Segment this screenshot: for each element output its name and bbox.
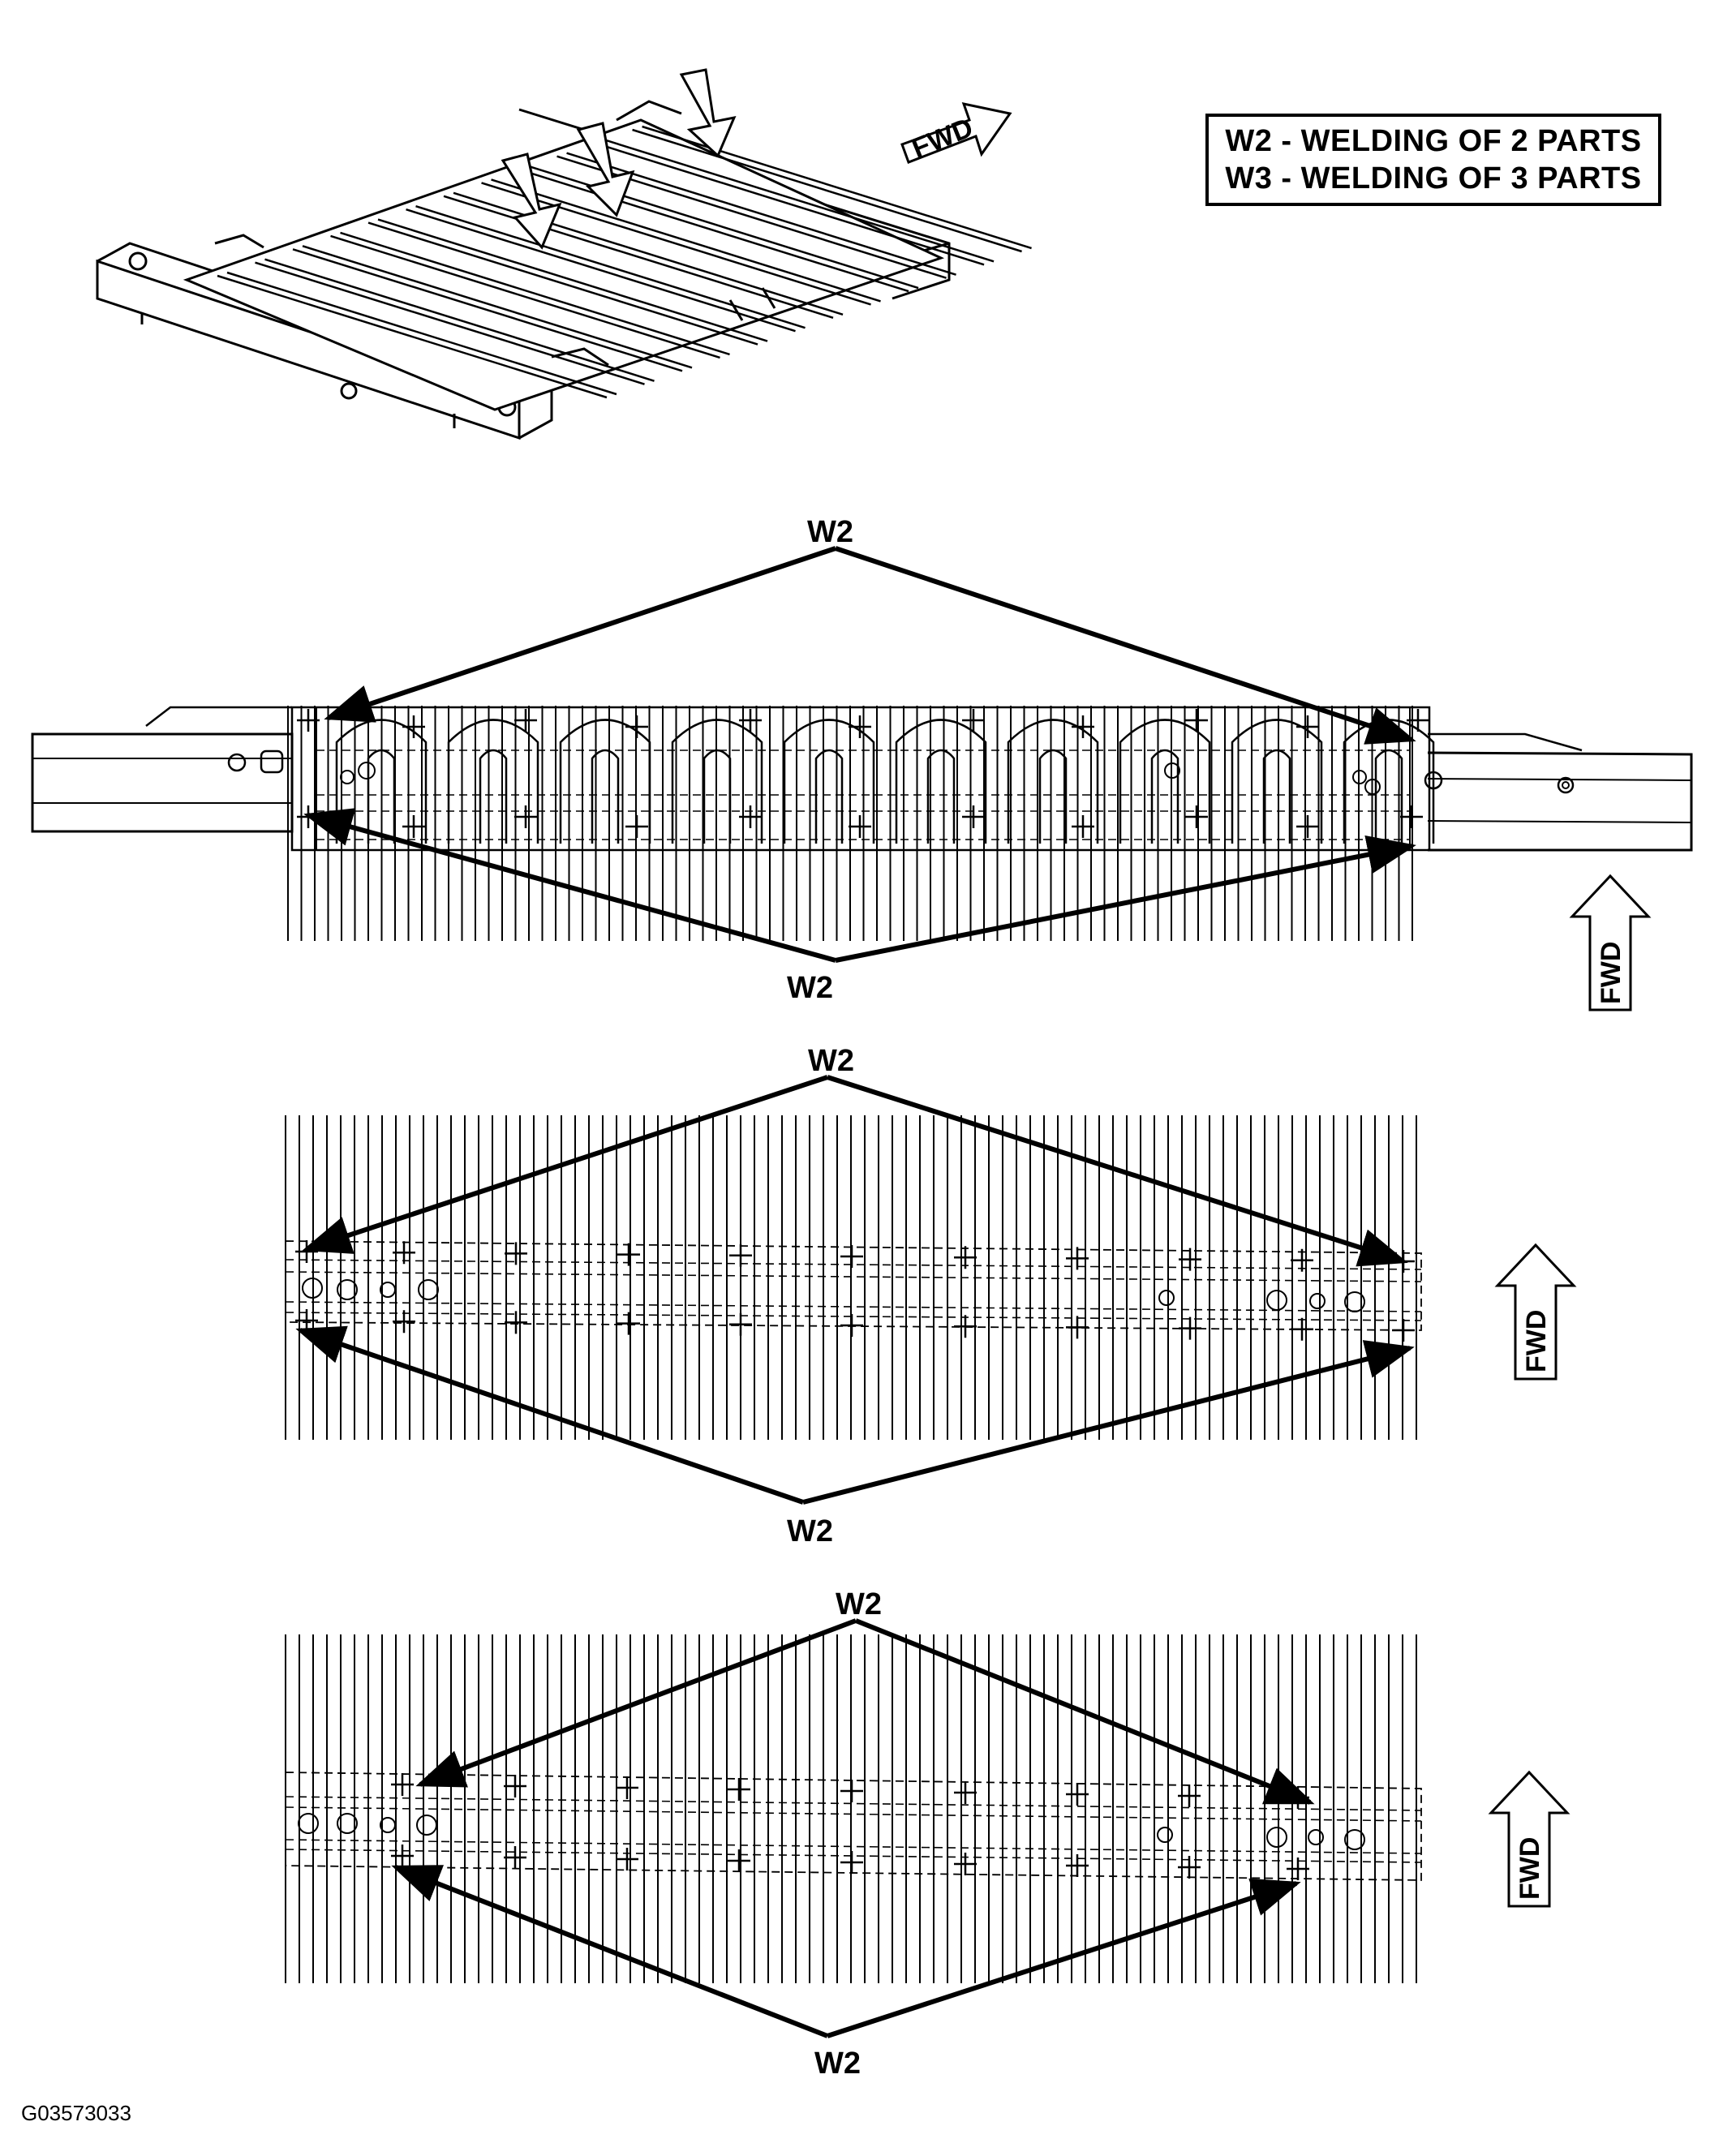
fwd-label-s3: FWD <box>1515 1837 1545 1900</box>
legend-w3: W3 - WELDING OF 3 PARTS <box>1225 161 1642 195</box>
section-2 <box>285 1115 1422 1440</box>
weld-label-s3-bottom: W2 <box>814 2046 861 2081</box>
section-2-arrows <box>295 1075 1415 1505</box>
weld-label-s3-top: W2 <box>836 1587 882 1621</box>
fwd-arrow-s3: FWD <box>1488 1770 1570 1908</box>
section-1 <box>31 706 1693 941</box>
fwd-label-s2: FWD <box>1521 1310 1552 1372</box>
fwd-arrow-iso: FWD <box>900 101 1012 164</box>
section-3-arrows <box>391 1618 1315 2038</box>
fwd-label-iso: FWD <box>908 112 978 164</box>
section-1-arrows <box>303 546 1416 963</box>
legend-w2: W2 - WELDING OF 2 PARTS <box>1225 124 1642 158</box>
section-3 <box>285 1634 1422 1983</box>
fwd-label-s1: FWD <box>1596 942 1626 1004</box>
weld-label-s1-bottom: W2 <box>787 971 833 1005</box>
fwd-arrow-s1: FWD <box>1569 874 1652 1011</box>
figure-id: G03573033 <box>21 2101 131 2125</box>
legend-box: W2 - WELDING OF 2 PARTS W3 - WELDING OF … <box>1205 114 1661 206</box>
floor-pan-isometric <box>96 100 1032 440</box>
weld-label-s2-bottom: W2 <box>787 1514 833 1548</box>
weld-label-s1-top: W2 <box>807 515 853 549</box>
location-arrows <box>501 68 737 250</box>
fwd-arrow-s2: FWD <box>1494 1243 1577 1381</box>
weld-label-s2-top: W2 <box>808 1044 854 1078</box>
